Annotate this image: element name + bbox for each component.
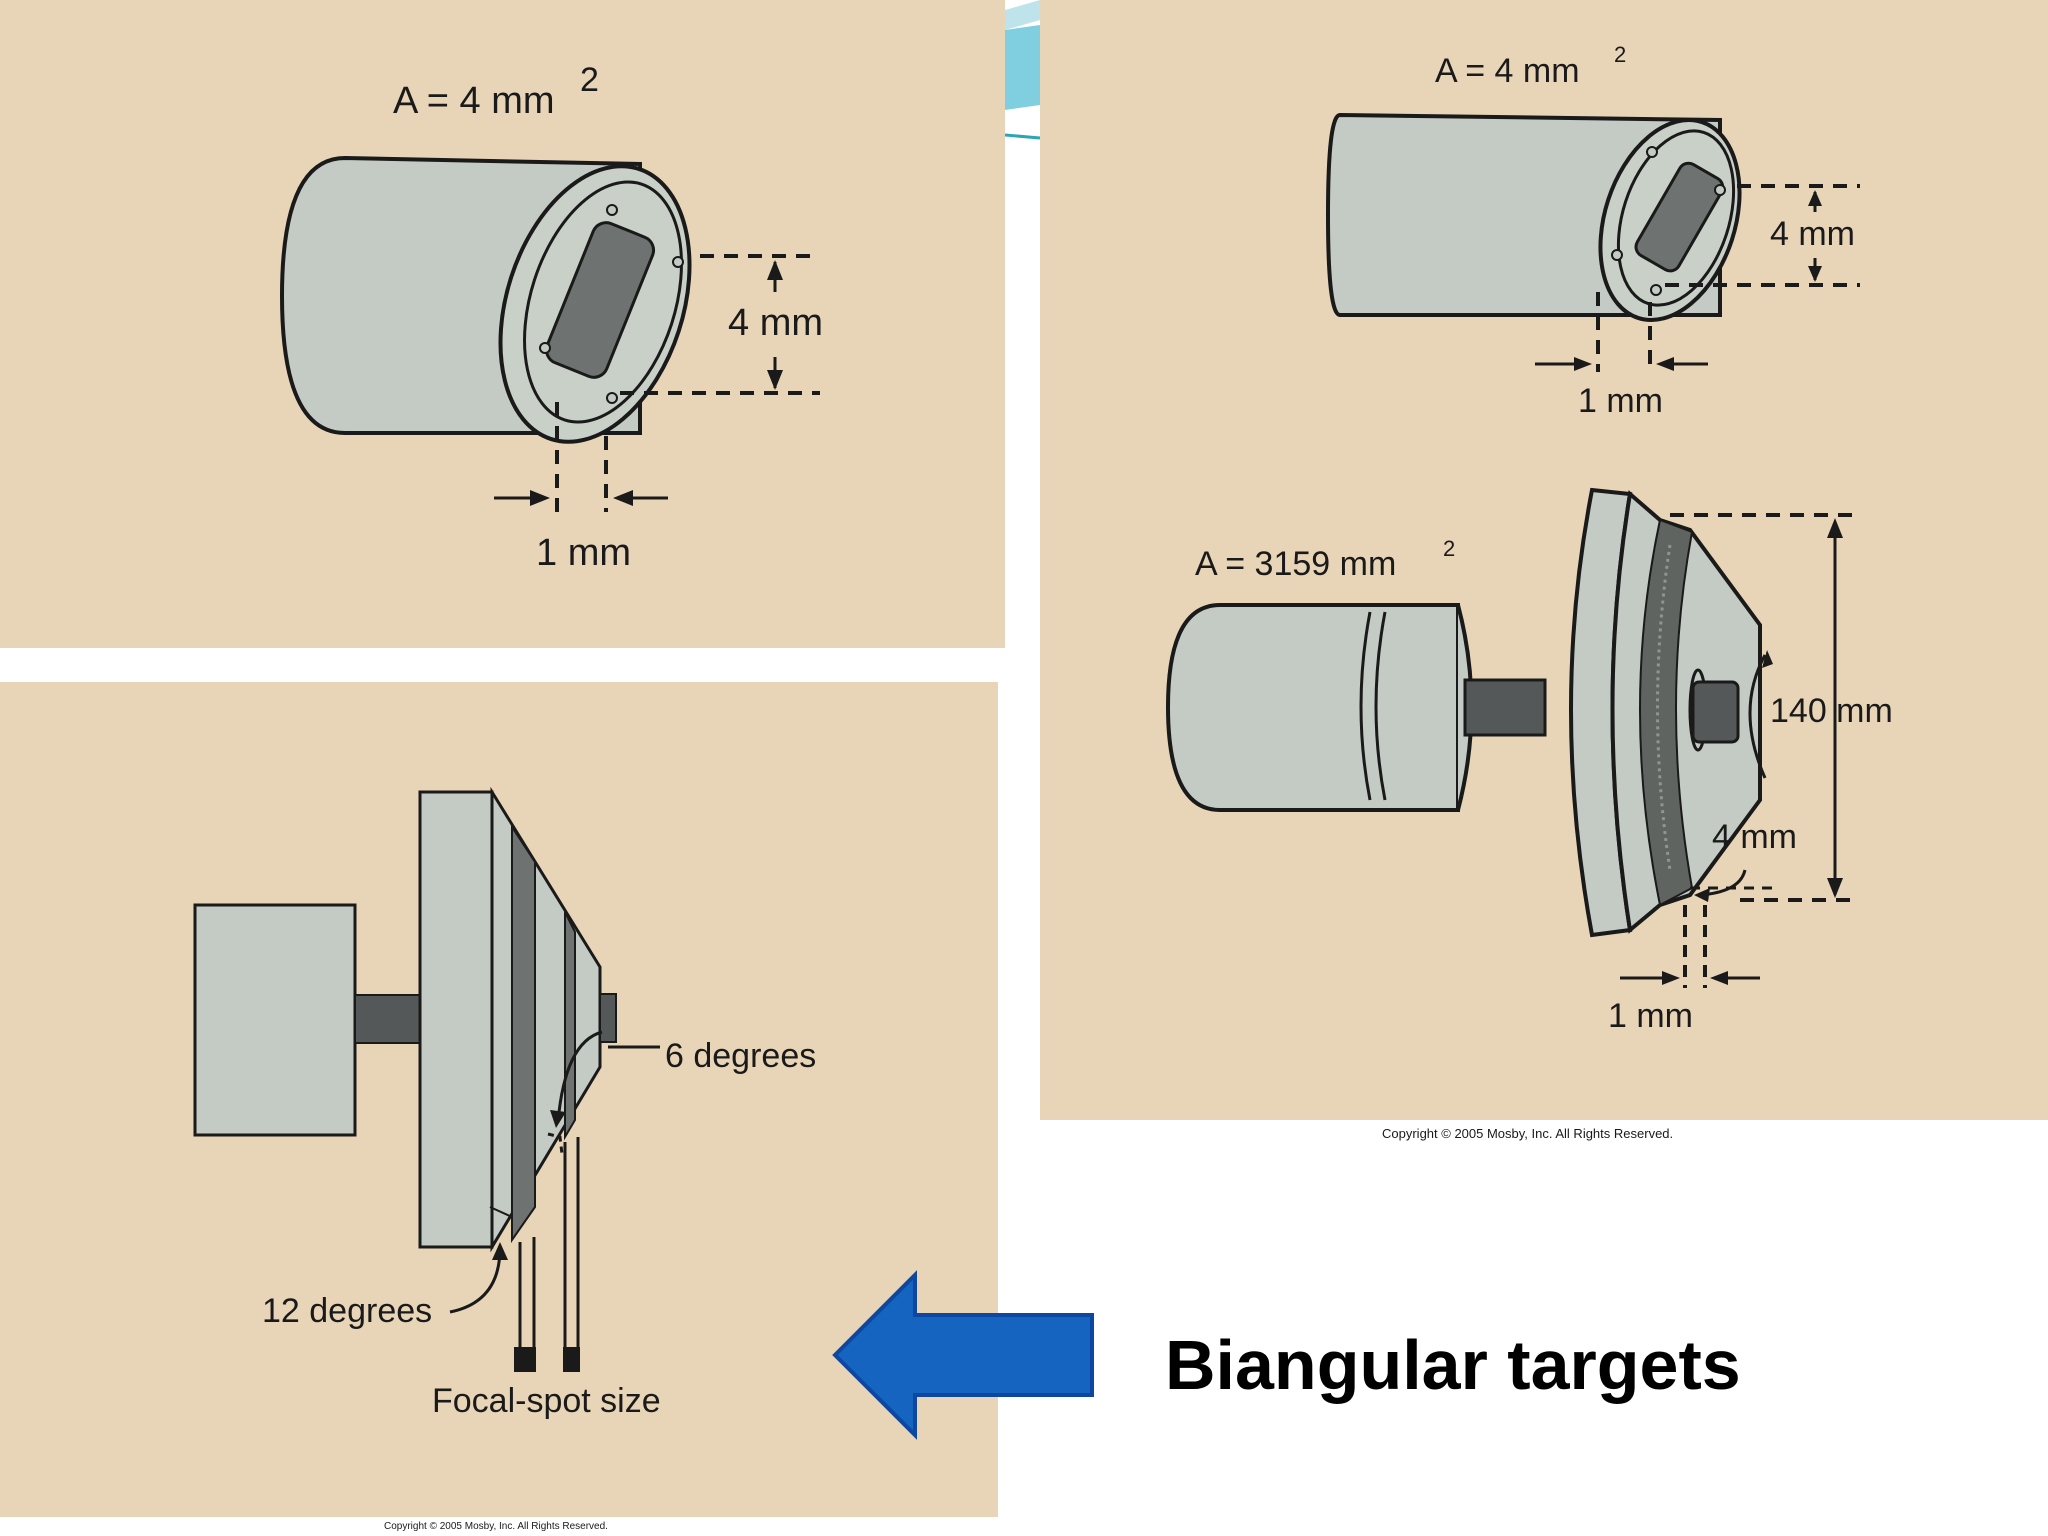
focal-spot-large <box>514 1347 536 1372</box>
angle-6-label: 6 degrees <box>665 1037 816 1075</box>
track-height-label: 4 mm <box>1712 818 1797 856</box>
angle-12-label: 12 degrees <box>262 1292 432 1330</box>
decorative-corner-strips <box>1005 0 1041 140</box>
target-rectangle <box>544 221 656 379</box>
rotating-anode-panel: A = 4 mm 2 4 mm 1 mm A <box>1040 0 2048 1120</box>
stationary-anode-panel: A = 4 mm 2 4 mm 1 mm <box>0 0 1005 648</box>
biangular-anode-panel: 6 degrees 12 degrees Focal-spot size <box>0 682 998 1517</box>
svg-text:2: 2 <box>1443 536 1455 561</box>
area-label: A = 4 mm <box>393 80 555 122</box>
copyright-text-lower: Copyright © 2005 Mosby, Inc. All Rights … <box>384 1521 608 1532</box>
small-area-label: A = 4 mm <box>1435 52 1580 90</box>
copyright-text: Copyright © 2005 Mosby, Inc. All Rights … <box>1382 1126 1674 1141</box>
target-bevel <box>490 786 602 1253</box>
focal-track <box>1639 518 1694 907</box>
rotating-anode-diagram: A = 4 mm 2 4 mm 1 mm A <box>1165 42 1893 1035</box>
large-area-label: A = 3159 mm <box>1195 545 1396 583</box>
small-target-rectangle <box>1634 161 1725 273</box>
svg-text:2: 2 <box>580 61 599 99</box>
small-width-label: 1 mm <box>1578 382 1663 420</box>
stationary-anode-diagram: A = 4 mm 2 4 mm 1 mm <box>279 61 823 574</box>
biangular-track-outer <box>511 823 536 1244</box>
left-arrow-icon <box>832 1270 1094 1440</box>
rotor-cylinder <box>1165 603 1460 812</box>
focal-spot-label: Focal-spot size <box>432 1382 661 1420</box>
height-label: 4 mm <box>728 302 823 344</box>
focal-spot-small <box>563 1347 580 1372</box>
anode-hub <box>1691 680 1740 744</box>
biangular-anode-diagram: 6 degrees 12 degrees Focal-spot size <box>193 786 816 1420</box>
diameter-label: 140 mm <box>1770 692 1893 730</box>
shaft <box>354 994 424 1044</box>
track-width-label: 1 mm <box>1608 997 1693 1035</box>
rotor-stem <box>1463 678 1547 737</box>
biangular-track-inner <box>564 911 576 1141</box>
width-label: 1 mm <box>536 532 631 574</box>
target-disk-edge <box>418 790 494 1249</box>
motor-block <box>193 903 357 1137</box>
slide-caption: Biangular targets <box>1165 1326 1741 1404</box>
small-height-label: 4 mm <box>1770 215 1855 253</box>
svg-text:2: 2 <box>1614 42 1626 67</box>
